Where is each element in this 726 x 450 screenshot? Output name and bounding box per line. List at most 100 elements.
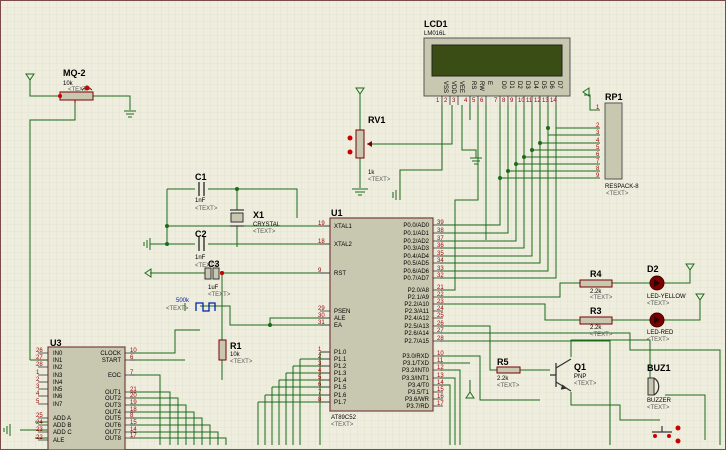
lcd-pin-number: 12 (534, 98, 541, 104)
lcd-module[interactable] (423, 37, 571, 105)
rp1-pin-number: 4 (596, 138, 600, 144)
lcd-pin-labels: VSS1VDD2VEE3RS4RW5E6D07D18D29D310D411D51… (436, 81, 562, 104)
u1-pin-name: EA (334, 323, 342, 329)
u1-pin-name: P1.6 (334, 393, 347, 399)
u3-pin-name: IN3 (53, 373, 63, 379)
rp1-text: <TEXT> (606, 191, 629, 197)
r3-resistor[interactable] (579, 316, 613, 325)
u1-pin-number: 28 (437, 336, 444, 342)
q1-text: <TEXT> (574, 381, 597, 387)
d3-led-red[interactable] (649, 312, 665, 328)
rp1-pin-number: 5 (596, 145, 600, 151)
buz1-model: BUZZER (647, 398, 672, 404)
c3-value: 1uF (208, 285, 219, 291)
u1-text: <TEXT> (331, 422, 354, 428)
d3-text: <TEXT> (647, 337, 670, 343)
rv1-potentiometer[interactable] (347, 129, 373, 159)
c3-capacitor[interactable] (204, 267, 224, 280)
x1-ref: X1 (253, 210, 264, 220)
u3-pin-name: IN2 (53, 365, 63, 371)
u3-pin-name: OUT3 (105, 403, 122, 409)
push-button[interactable] (652, 425, 681, 444)
u3-pin-number: 22 (36, 435, 43, 441)
u1-pin-number: 10 (437, 351, 444, 357)
mq2-ref: MQ-2 (63, 68, 86, 78)
d2-text: <TEXT> (647, 301, 670, 307)
d2-led-yellow[interactable] (649, 275, 665, 291)
u1-pin-name: P1.4 (334, 378, 347, 384)
u1-pin-number: 31 (318, 320, 325, 326)
r5-ref: R5 (497, 357, 509, 367)
u1-pin-name: P1.5 (334, 385, 347, 391)
c2-capacitor[interactable] (198, 237, 205, 251)
c2-value: 1nF (195, 255, 206, 261)
rp1-respack[interactable] (604, 102, 623, 180)
u3-pin-name: ADD B (53, 423, 71, 429)
lcd-pin-label: RS (470, 81, 476, 89)
u3-adc[interactable] (47, 346, 126, 450)
rv1-ref: RV1 (368, 115, 385, 125)
rp1-pin-number: 9 (596, 173, 600, 179)
u1-pin-number: 7 (318, 390, 322, 396)
x1-text: <TEXT> (253, 229, 276, 235)
lcd-pin-label: D5 (540, 81, 546, 89)
r5-resistor[interactable] (496, 366, 521, 374)
r4-resistor[interactable] (579, 279, 613, 288)
d2-model: LED-YELLOW (647, 294, 686, 300)
q1-ref: Q1 (574, 362, 586, 372)
rp1-pin-number: 1 (596, 105, 600, 111)
c3-text: <TEXT> (208, 292, 231, 298)
lcd-pin-label: VEE (458, 81, 464, 93)
u1-pin-name: P1.1 (334, 357, 347, 363)
rp1-pin-number: 8 (596, 166, 600, 172)
u3-pin-name: OUT4 (105, 410, 122, 416)
buz1-buzzer[interactable] (647, 377, 660, 396)
mq2-sensor[interactable] (58, 85, 94, 104)
u1-pin-name: P3.0/RXD (402, 354, 429, 360)
lcd-pin-label: D6 (548, 81, 554, 89)
u3-pin-name: ADD A (53, 416, 71, 422)
lcd-pin-number: 10 (518, 98, 525, 104)
u1-pin-name: P3.7/RD (406, 404, 429, 410)
u1-pin-name: P3.5/T1 (408, 390, 430, 396)
u3-pin-name: IN1 (53, 358, 63, 364)
x1-crystal[interactable] (230, 209, 244, 227)
q1-transistor[interactable] (550, 358, 572, 392)
u1-microcontroller[interactable] (329, 217, 434, 412)
u3-pin-name: OUT7 (105, 430, 122, 436)
u3-ref: U3 (50, 338, 62, 348)
u3-pin-number: 21 (130, 387, 137, 393)
lcd-pin-number: 13 (542, 98, 549, 104)
u1-pin-name: P0.1/AD1 (403, 231, 429, 237)
d3-model: LED-RED (647, 330, 674, 336)
power-arrows (25, 73, 705, 399)
u1-pin-number: 14 (437, 380, 444, 386)
u3-pin-name: OUT1 (105, 390, 122, 396)
u3-pin-name: IN7 (53, 402, 63, 408)
u1-pin-number: 25 (437, 313, 444, 319)
r5-text: <TEXT> (497, 383, 520, 389)
u1-pin-number: 12 (437, 365, 444, 371)
u3-pin-number: 24 (36, 420, 43, 426)
u3-pin-name: EOC (108, 373, 122, 379)
u3-pin-number: 6 (130, 355, 134, 361)
lcd-pin-label: RW (478, 81, 484, 91)
u1-pin-number: 38 (437, 228, 444, 234)
u1-pin-number: 23 (437, 299, 444, 305)
lcd-pin-number: 2 (444, 98, 448, 104)
u1-pin-number: 17 (437, 401, 444, 407)
u3-pin-number: 20 (130, 393, 137, 399)
u1-pin-name: P2.1/A9 (408, 295, 430, 301)
r1-resistor[interactable] (218, 339, 227, 361)
rv1-text: <TEXT> (368, 177, 391, 183)
c2-text: <TEXT> (195, 263, 218, 269)
lcd-pin-lines (441, 96, 557, 105)
c1-capacitor[interactable] (198, 182, 205, 196)
rp1-pin-number: 3 (596, 130, 600, 136)
u3-pin-number: 18 (130, 407, 137, 413)
clock-generator[interactable] (195, 302, 216, 312)
u1-pin-name: ALE (334, 316, 345, 322)
